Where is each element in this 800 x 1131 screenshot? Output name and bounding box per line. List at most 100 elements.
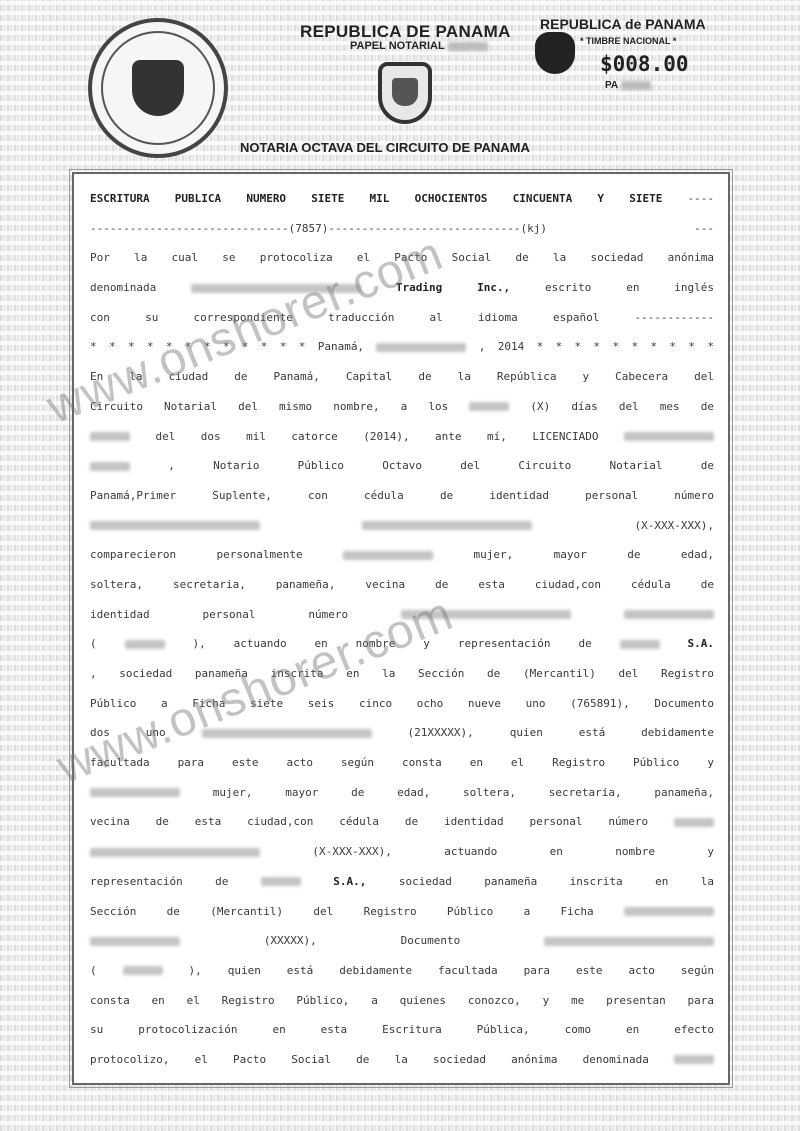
deed-text-frame: ESCRITURA PUBLICA NUMERO SIETE MIL OCHOC… (69, 169, 733, 1088)
deed-line: * * * * * * * * * * * * Panamá, , 2014 *… (90, 340, 714, 370)
deed-line: soltera, secretaria, panameña, vecina de… (90, 578, 714, 608)
stamp-title: REPUBLICA de PANAMA (540, 16, 706, 32)
line-text: vecina de esta ciudad,con cédula de iden… (90, 815, 649, 829)
line-text: ( (90, 637, 97, 651)
line-text: * * * * * * * * * * * * Panamá, (90, 340, 365, 354)
redacted-text (619, 639, 660, 649)
stamp-crest-icon (535, 32, 575, 74)
line-text-bold: ESCRITURA PUBLICA NUMERO SIETE MIL OCHOC… (90, 192, 663, 205)
line-text: soltera, secretaria, panameña, vecina de… (90, 577, 714, 591)
line-text: identidad personal número (90, 607, 349, 621)
line-text: (X-XXX-XXX), actuando en nombre y (312, 845, 714, 859)
header-title: REPUBLICA DE PANAMA (300, 22, 511, 41)
line-text: ), actuando en nombre y representación d… (192, 637, 592, 651)
redacted-text (201, 728, 372, 738)
coat-of-arms-icon (132, 60, 184, 116)
line-text: Panamá,Primer Suplente, con cédula de id… (90, 488, 714, 502)
line-text: sociedad panameña inscrita en la (398, 874, 715, 888)
redacted-text (343, 550, 434, 560)
line-text: ( (90, 963, 97, 977)
line-text: , 2014 * * * * * * * * * * (478, 340, 714, 354)
deed-line: facultada para este acto según consta en… (90, 756, 714, 786)
line-text: ------------------------------(7857)----… (90, 221, 714, 235)
line-text: mujer, mayor de edad, (473, 548, 715, 562)
deed-line: identidad personal número (90, 608, 714, 638)
redacted-text (90, 936, 180, 946)
deed-line: representación de S.A., sociedad panameñ… (90, 875, 714, 905)
redacted-text (376, 342, 467, 352)
deed-line: ESCRITURA PUBLICA NUMERO SIETE MIL OCHOC… (90, 192, 714, 222)
line-text: (X) días del mes de (530, 399, 714, 413)
line-text: , Notario Público Octavo del Circuito No… (168, 459, 714, 473)
header-subtitle: PAPEL NOTARIAL (350, 40, 488, 52)
deed-line: ( ), quien está debidamente facultada pa… (90, 964, 714, 994)
redacted-text (362, 521, 533, 531)
redacted-text (122, 966, 163, 976)
redacted-text (260, 877, 301, 887)
deed-line: consta en el Registro Público, a quienes… (90, 994, 714, 1024)
deed-line: Sección de (Mercantil) del Registro Públ… (90, 905, 714, 935)
redacted-text (624, 432, 715, 441)
line-text: , sociedad panameña inscrita en la Secci… (90, 667, 714, 680)
coat-of-arms-icon (378, 62, 432, 124)
deed-line: ( ), actuando en nombre y representación… (90, 637, 714, 667)
redacted-text (624, 907, 714, 916)
redacted-text (90, 521, 260, 531)
redacted-text (90, 432, 130, 441)
deed-line: vecina de esta ciudad,con cédula de iden… (90, 815, 714, 845)
deed-line: con su correspondiente traducción al idi… (90, 311, 714, 341)
notaria-name: NOTARIA OCTAVA DEL CIRCUITO DE PANAMA (240, 140, 530, 155)
notarial-header: REPUBLICA DE PANAMA PAPEL NOTARIAL REPUB… (0, 0, 800, 170)
line-text-bold: S.A. (687, 637, 715, 651)
deed-line: Panamá,Primer Suplente, con cédula de id… (90, 489, 714, 519)
redacted-text (469, 402, 510, 412)
deed-line: En la ciudad de Panamá, Capital de la Re… (90, 370, 714, 400)
deed-line: , Notario Público Octavo del Circuito No… (90, 459, 714, 489)
redacted-text (624, 610, 714, 620)
deed-line: dos uno (21XXXXX), quien está debidament… (90, 726, 714, 756)
line-text: del dos mil catorce (2014), ante mí, LIC… (155, 429, 599, 443)
redacted-text (90, 788, 180, 798)
deed-line: ------------------------------(7857)----… (90, 222, 714, 252)
deed-line: Circuito Notarial del mismo nombre, a lo… (90, 400, 714, 430)
deed-body: ESCRITURA PUBLICA NUMERO SIETE MIL OCHOC… (90, 192, 714, 1083)
line-text: denominada (90, 281, 157, 295)
line-text-bold: Trading Inc., (395, 281, 511, 295)
line-text: consta en el Registro Público, a quienes… (90, 993, 714, 1007)
redacted-text (674, 817, 714, 827)
deed-line: denominada Trading Inc., escrito en ingl… (90, 281, 714, 311)
line-text: escrito en inglés (545, 281, 715, 295)
line-text: comparecieron personalmente (90, 548, 303, 562)
deed-line: (XXXXX), Documento (90, 934, 715, 964)
line-text: con su correspondiente traducción al idi… (90, 310, 714, 324)
line-text: (21XXXXX), quien está debidamente (407, 726, 715, 740)
line-text: mujer, mayor de edad, soltera, secretari… (212, 785, 714, 799)
redacted-text (90, 847, 260, 857)
deed-line: comparecieron personalmente mujer, mayor… (90, 548, 714, 578)
line-text: Circuito Notarial del mismo nombre, a lo… (90, 399, 449, 413)
deed-line: Por la cual se protocoliza el Pacto Soci… (90, 251, 714, 281)
stamp-amount: $008.00 (600, 52, 689, 76)
line-text: En la ciudad de Panamá, Capital de la Re… (90, 370, 714, 384)
notary-seal (88, 18, 228, 158)
deed-line: , sociedad panameña inscrita en la Secci… (90, 667, 714, 697)
redacted-text (674, 1055, 714, 1065)
line-text: Por la cual se protocoliza el Pacto Soci… (90, 251, 714, 265)
deed-line: del dos mil catorce (2014), ante mí, LIC… (90, 429, 715, 460)
deed-line: (X-XXX-XXX), actuando en nombre y (90, 845, 714, 875)
line-text: ), quien está debidamente facultada para… (188, 963, 714, 977)
redacted-text (124, 639, 165, 649)
line-text: Sección de (Mercantil) del Registro Públ… (90, 904, 594, 918)
line-text: representación de (90, 874, 229, 888)
redacted-text (90, 461, 130, 471)
redacted-text (544, 936, 715, 946)
stamp-serial: PA (605, 80, 651, 91)
deed-line: protocolizo, el Pacto Social de la socie… (90, 1053, 714, 1083)
deed-line: (X-XXX-XXX), (90, 519, 714, 549)
deed-line: Público a Ficha siete seis cinco ocho nu… (90, 697, 714, 727)
line-text: protocolizo, el Pacto Social de la socie… (90, 1052, 649, 1066)
redacted-text (191, 283, 362, 293)
line-text: Público a Ficha siete seis cinco ocho nu… (90, 696, 714, 710)
deed-line: mujer, mayor de edad, soltera, secretari… (90, 786, 714, 816)
deed-line: su protocolización en esta Escritura Púb… (90, 1023, 714, 1053)
